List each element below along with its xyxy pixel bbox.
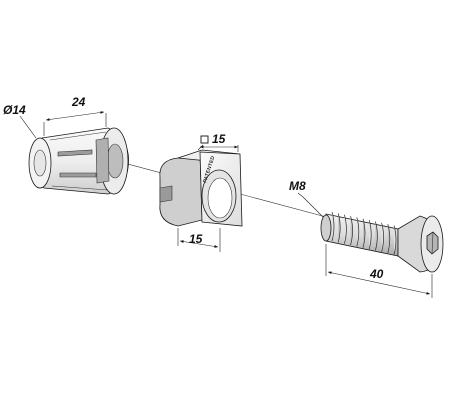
thread-ridge <box>393 225 397 255</box>
leader-sleeve-diameter <box>19 115 37 139</box>
thread-ridge <box>381 222 384 252</box>
dimension-line-sleeve-length <box>45 111 105 121</box>
dimension-line-screw-length <box>327 271 431 295</box>
thread-ridge <box>368 220 372 250</box>
countersunk-screw-part <box>320 211 444 273</box>
dimension-line-block-width <box>179 240 219 248</box>
thread-ridge <box>337 213 341 243</box>
square-block-part: PATENTED <box>159 149 243 227</box>
thread-ridge <box>387 224 391 254</box>
dimension-screw-thread: M8 <box>289 179 306 193</box>
thread-ridge <box>344 214 347 244</box>
dimension-screw-length: 40 <box>369 267 384 281</box>
dimension-block-width: 15 <box>189 232 203 246</box>
dimension-sleeve-diameter: Ø14 <box>3 103 26 117</box>
thread-ridge <box>356 217 360 247</box>
square-symbol-icon <box>200 135 209 144</box>
thread-ridge <box>350 215 353 246</box>
thread-ridge <box>362 218 366 248</box>
leader-screw-thread <box>297 192 304 198</box>
dimension-block-square: 15 <box>212 132 226 146</box>
screw-thread-ridges <box>331 211 397 255</box>
thread-ridge <box>375 221 378 251</box>
thread-ridge <box>331 211 335 242</box>
dimension-sleeve-length: 24 <box>71 95 86 109</box>
sleeve-part <box>28 127 129 195</box>
